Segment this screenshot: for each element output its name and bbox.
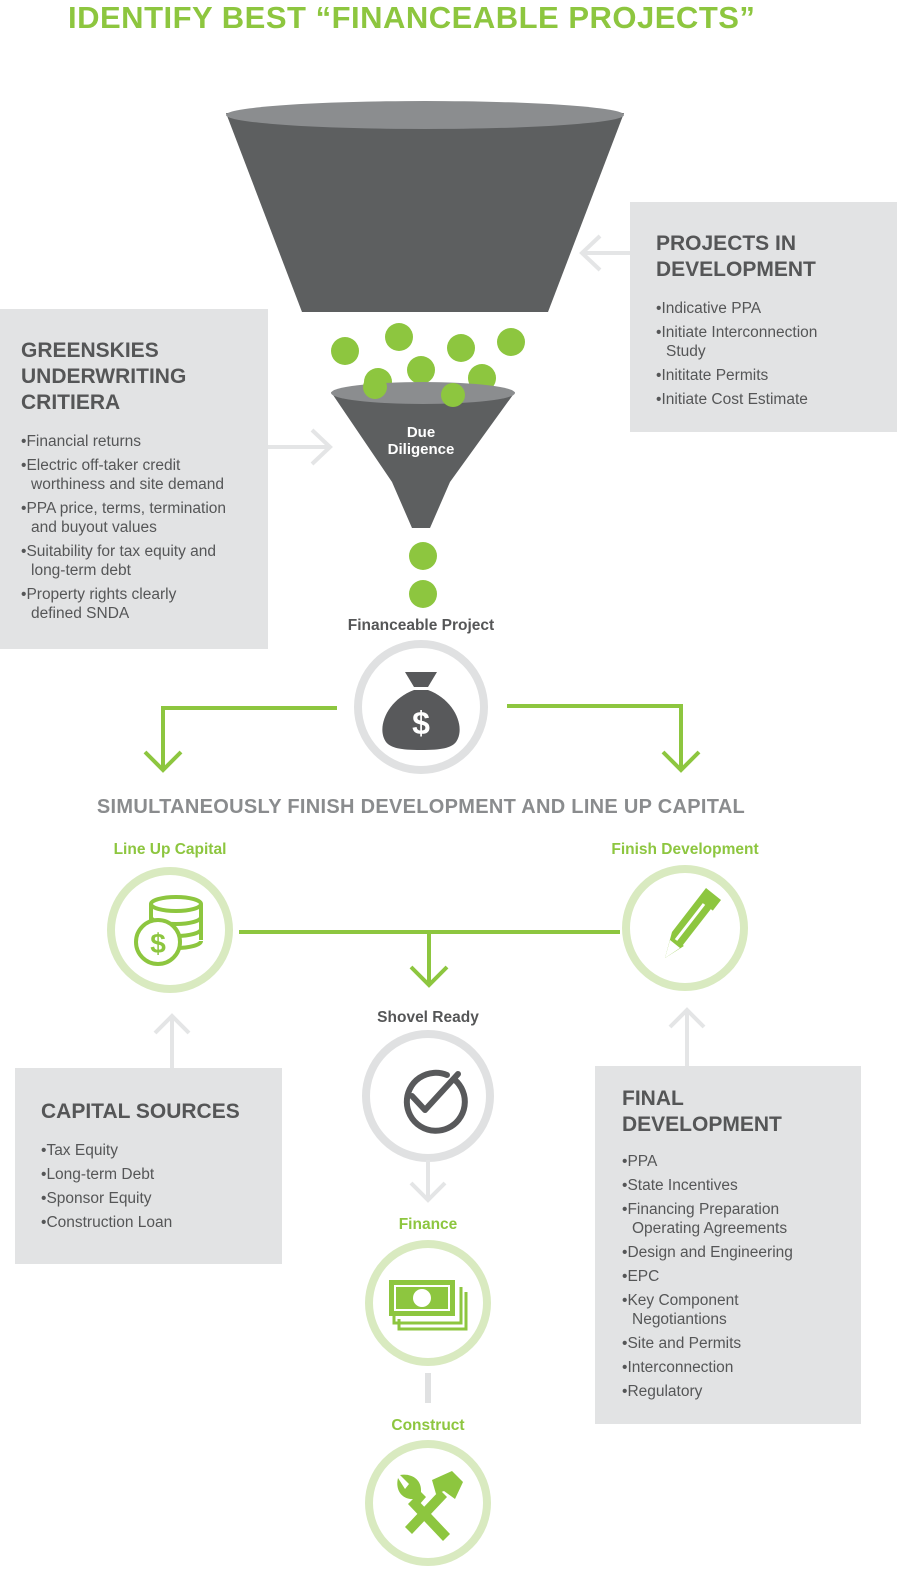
- financeable-project-circle: $: [354, 640, 488, 774]
- capital-sources-panel: CAPITAL SOURCES Tax Equity Long-term Deb…: [15, 1068, 282, 1264]
- cash-icon: [389, 1280, 468, 1331]
- list-item: Construction Loan: [41, 1213, 282, 1232]
- list-item: Tax Equity: [41, 1141, 282, 1160]
- list-item: Indicative PPA: [656, 299, 897, 318]
- final-development-title: FINAL DEVELOPMENT: [622, 1087, 782, 1136]
- final-development-panel: FINAL DEVELOPMENT PPA State Incentives F…: [595, 1066, 861, 1424]
- input-arrows: [268, 234, 630, 466]
- projects-in-development-title: PROJECTS IN DEVELOPMENT: [656, 232, 816, 281]
- down-arrow: [409, 1160, 447, 1203]
- list-item: Key Component Negotiantions: [622, 1291, 861, 1329]
- line-up-capital-circle: $: [107, 867, 233, 993]
- finish-development-circle: [622, 865, 748, 991]
- list-item: Electric off-taker credit worthiness and…: [21, 456, 268, 494]
- money-bag-icon: $: [382, 672, 460, 750]
- shovel-ready-circle: [362, 1030, 494, 1162]
- due-diligence-label: Due Diligence: [387, 424, 455, 458]
- underwriting-criteria-panel: GREENSKIES UNDERWRITING CRITIERA Financi…: [0, 309, 268, 649]
- financeable-project-label: Financeable Project: [347, 617, 495, 634]
- list-item: Financial returns: [21, 432, 268, 451]
- branch-arrows: [143, 704, 701, 773]
- list-item: Initiate Cost Estimate: [656, 390, 897, 409]
- finance-label: Finance: [398, 1216, 458, 1233]
- list-item: Property rights clearly defined SNDA: [21, 585, 268, 623]
- main-funnel: [226, 101, 624, 312]
- list-item: Suitability for tax equity and long-term…: [21, 542, 268, 580]
- pencil-icon: [665, 888, 721, 958]
- construct-circle: [365, 1440, 491, 1566]
- construct-label: Construct: [391, 1417, 465, 1434]
- list-item: Regulatory: [622, 1382, 861, 1401]
- capital-sources-title: CAPITAL SOURCES: [41, 1100, 240, 1123]
- list-item: Sponsor Equity: [41, 1189, 282, 1208]
- section-title: SIMULTANEOUSLY FINISH DEVELOPMENT AND LI…: [96, 796, 746, 818]
- finance-construct-connector: [425, 1373, 431, 1403]
- due-diligence-funnel: [331, 375, 515, 528]
- finish-development-label: Finish Development: [611, 841, 759, 858]
- list-item: Design and Engineering: [622, 1243, 861, 1262]
- line-up-capital-label: Line Up Capital: [113, 841, 227, 858]
- up-arrows: [153, 1007, 706, 1068]
- list-item: Site and Permits: [622, 1334, 861, 1353]
- list-item: PPA: [622, 1152, 861, 1171]
- underwriting-criteria-title: GREENSKIES UNDERWRITING CRITIERA: [21, 339, 187, 414]
- list-item: Financing Preparation Operating Agreemen…: [622, 1200, 861, 1238]
- projects-in-development-list: Indicative PPA Initiate Interconnection …: [656, 299, 897, 409]
- projects-in-development-panel: PROJECTS IN DEVELOPMENT Indicative PPA I…: [630, 202, 897, 432]
- svg-text:$: $: [150, 928, 166, 959]
- coins-icon: $: [134, 895, 203, 966]
- list-item: Inititate Permits: [656, 366, 897, 385]
- check-circle-icon: [403, 1069, 468, 1134]
- tools-icon: [397, 1471, 463, 1541]
- converge-arrow: [239, 930, 620, 988]
- main-title: IDENTIFY BEST “FINANCEABLE PROJECTS”: [68, 0, 756, 35]
- underwriting-criteria-list: Financial returns Electric off-taker cre…: [21, 432, 268, 623]
- final-development-list: PPA State Incentives Financing Preparati…: [622, 1152, 861, 1401]
- shovel-ready-label: Shovel Ready: [377, 1009, 479, 1026]
- list-item: PPA price, terms, termination and buyout…: [21, 499, 268, 537]
- svg-text:$: $: [412, 705, 430, 741]
- list-item: EPC: [622, 1267, 861, 1286]
- finance-circle: [365, 1240, 491, 1366]
- list-item: Long-term Debt: [41, 1165, 282, 1184]
- capital-sources-list: Tax Equity Long-term Debt Sponsor Equity…: [41, 1141, 282, 1232]
- list-item: Interconnection: [622, 1358, 861, 1377]
- list-item: State Incentives: [622, 1176, 861, 1195]
- list-item: Initiate Interconnection Study: [656, 323, 897, 361]
